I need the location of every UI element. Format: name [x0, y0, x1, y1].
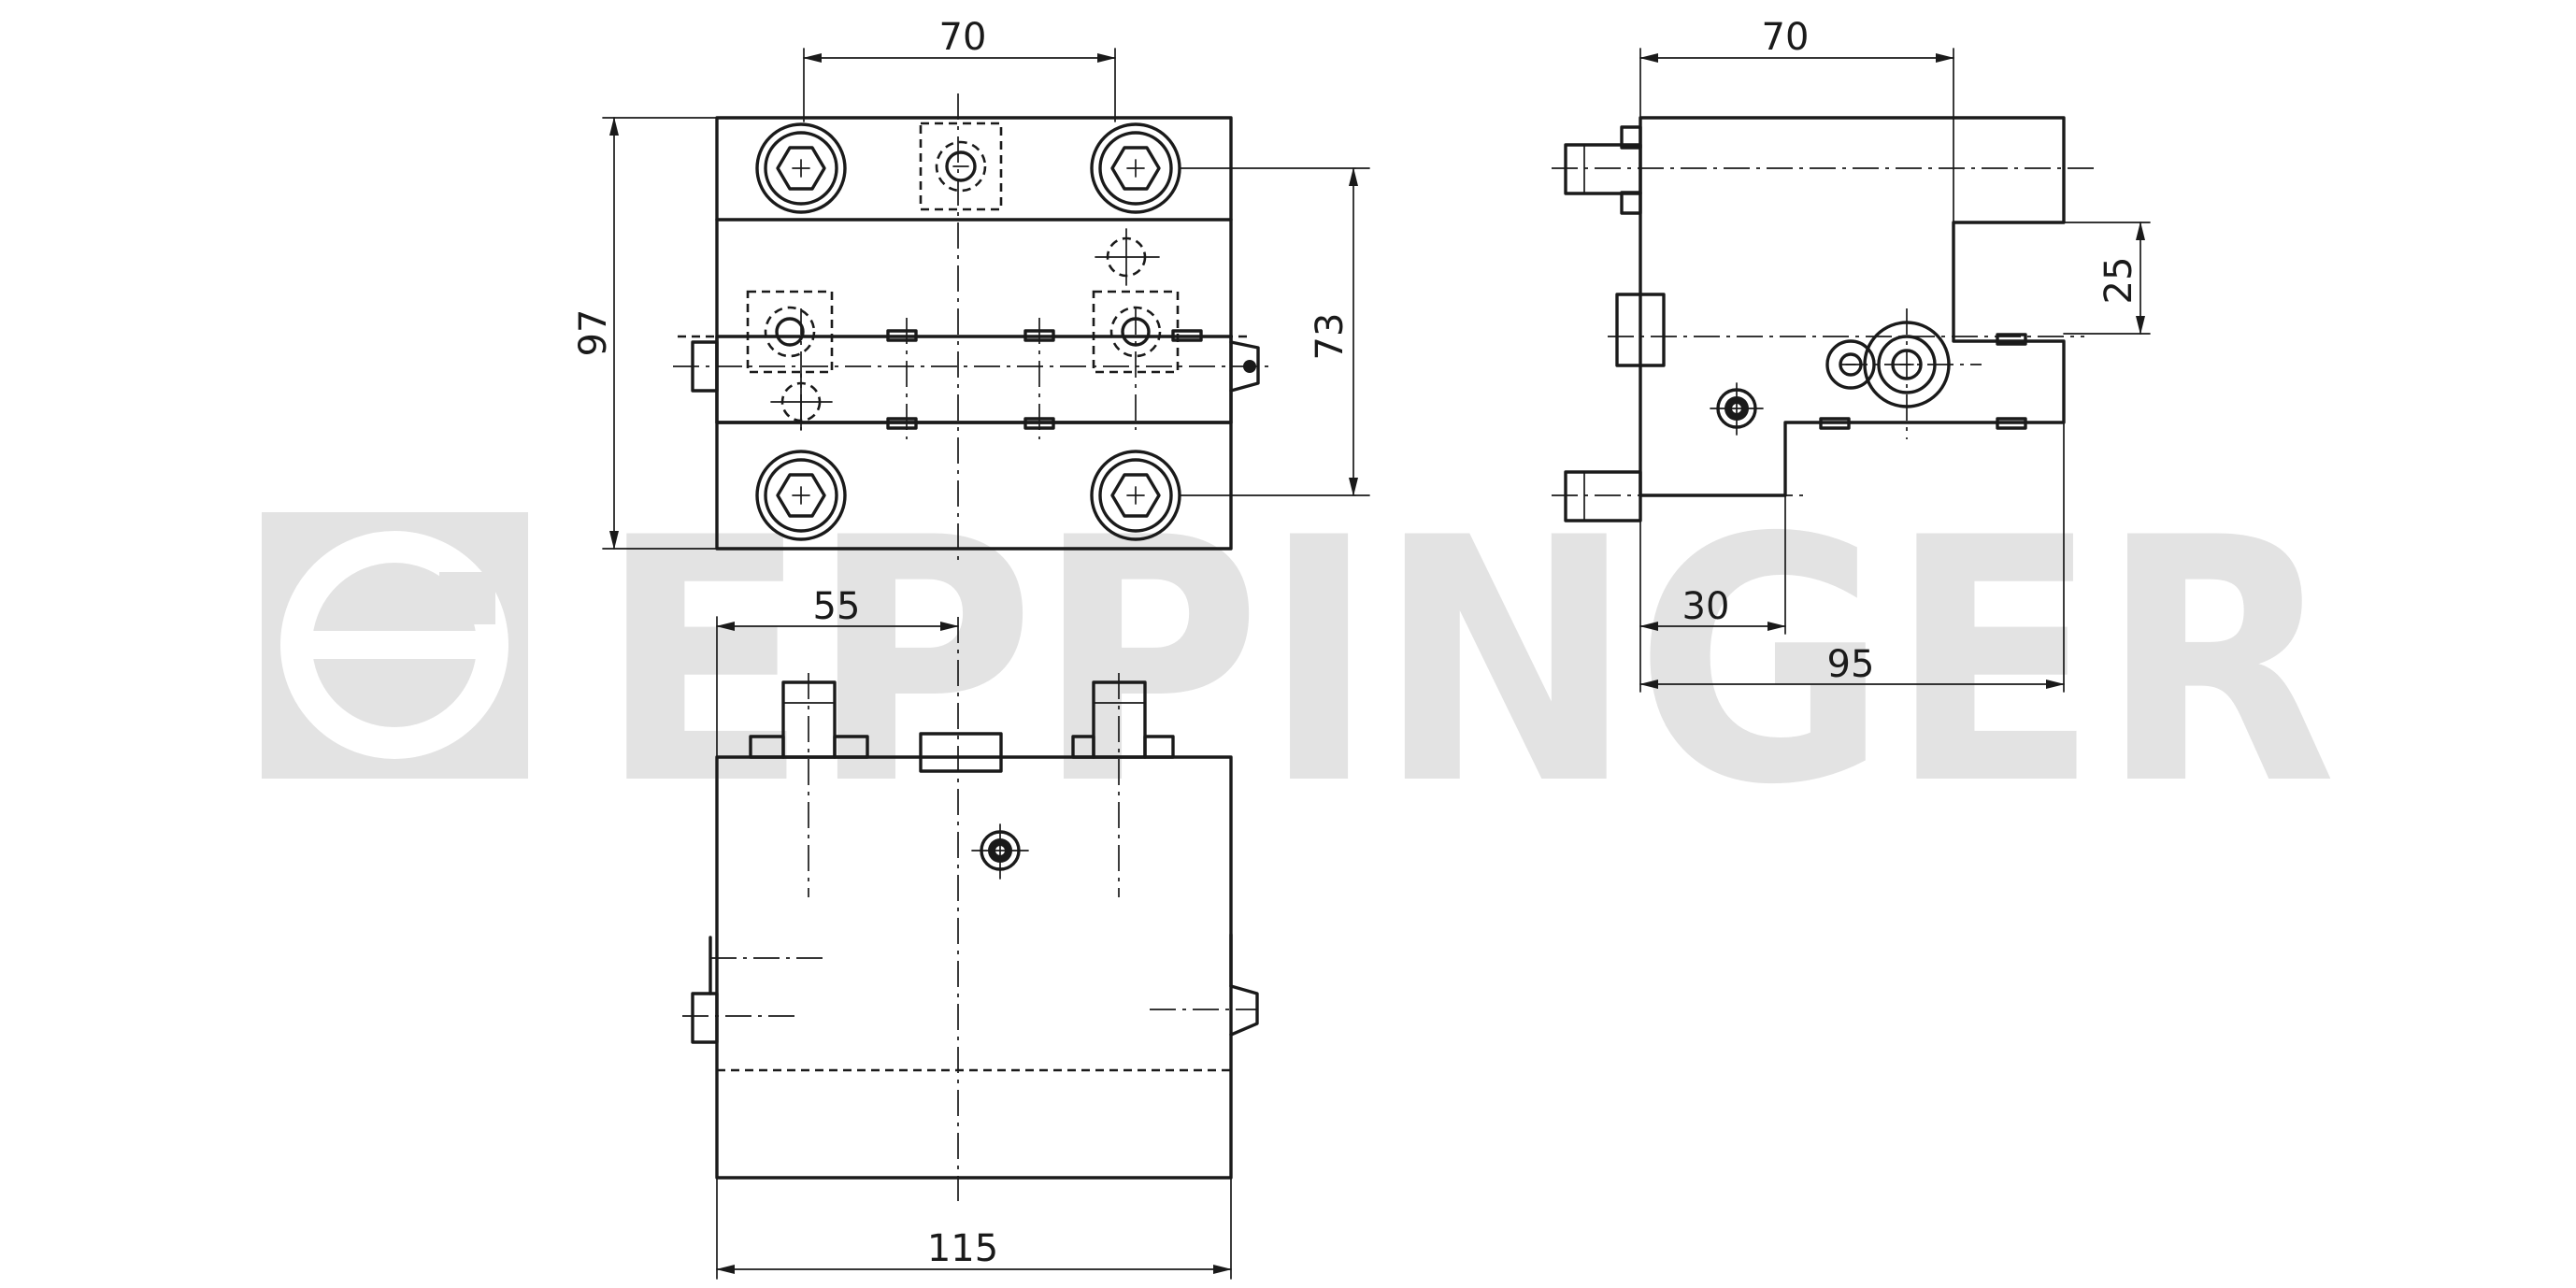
dim-label-side-offset: 30 — [1682, 585, 1730, 628]
dim-label-front-offset: 55 — [813, 585, 861, 628]
top-view: 70 97 73 — [572, 16, 1370, 561]
dim-front-offset: 55 — [716, 585, 959, 758]
dim-label-top-height-total: 97 — [572, 309, 615, 357]
bottom-left-bolt — [755, 450, 847, 541]
dim-label-front-width: 115 — [927, 1227, 998, 1270]
dim-label-top-width: 70 — [939, 16, 987, 59]
side-view-set-screw — [1710, 382, 1764, 436]
watermark-brand-text: EPPINGER — [598, 466, 2337, 858]
top-left-bolt — [755, 122, 847, 214]
front-view-set-screw — [971, 823, 1029, 880]
dim-label-top-height-bolts: 73 — [1309, 313, 1352, 361]
dim-top-width: 70 — [803, 16, 1116, 122]
side-view: 70 25 30 95 — [1552, 16, 2151, 693]
dim-top-height-total: 97 — [572, 117, 718, 550]
watermark-logo-icon — [280, 531, 508, 759]
dim-label-side-step: 25 — [2097, 257, 2140, 305]
dim-top-height-bolts: 73 — [1309, 167, 1370, 496]
dim-front-width: 115 — [716, 1177, 1232, 1280]
top-right-bolt — [1090, 122, 1356, 214]
dim-side-width: 70 — [1639, 16, 1954, 223]
front-view: 55 115 — [682, 585, 1259, 1280]
dim-side-step: 25 — [2063, 222, 2151, 335]
dim-side-depth: 95 — [1639, 422, 2065, 693]
dim-label-side-width: 70 — [1762, 16, 1810, 59]
bottom-right-bolt — [1090, 450, 1356, 541]
dim-side-offset: 30 — [1639, 422, 1786, 693]
brand-watermark: EPPINGER — [262, 466, 2337, 858]
dim-label-side-depth: 95 — [1827, 643, 1875, 686]
